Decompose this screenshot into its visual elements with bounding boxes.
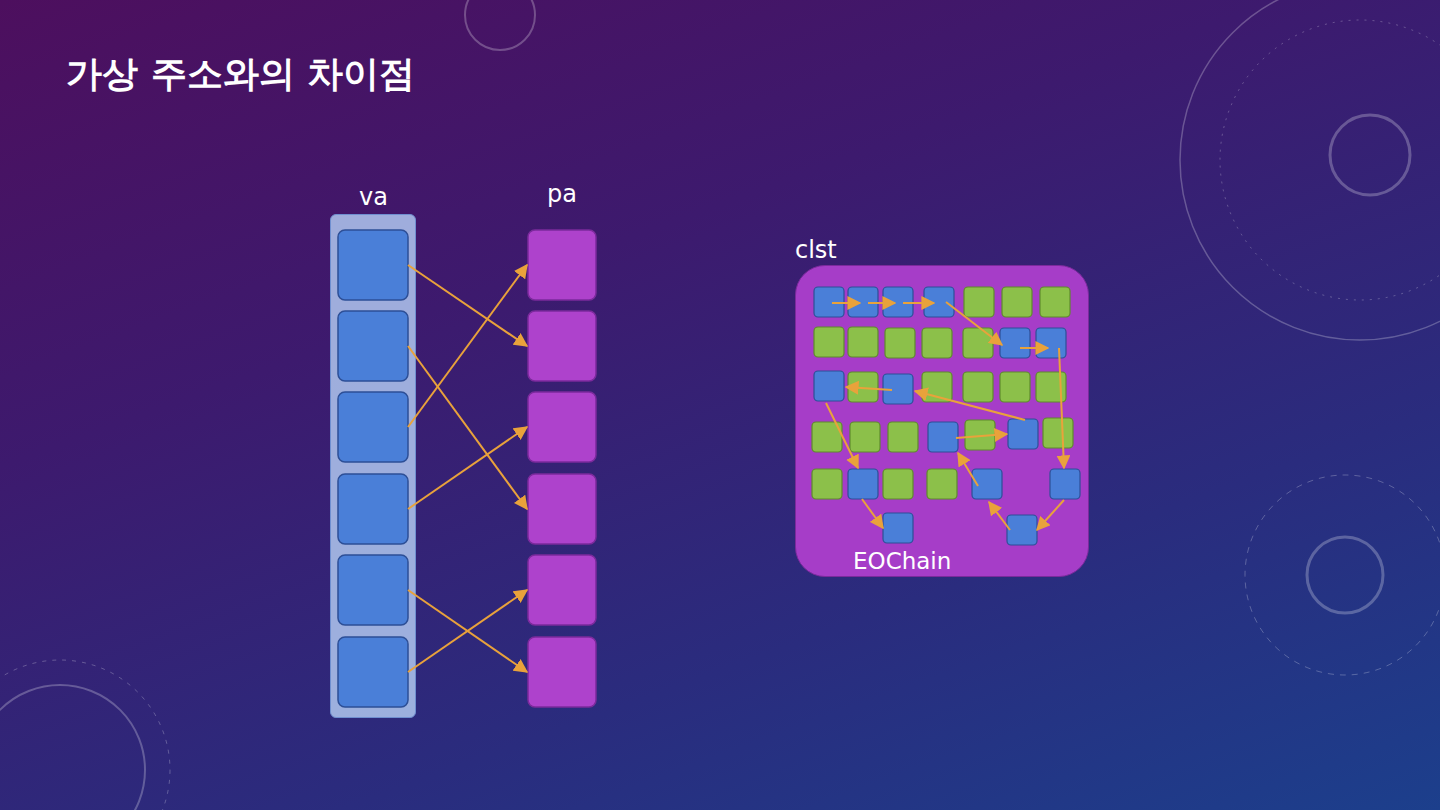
chain-arrow xyxy=(1037,500,1064,530)
free-cluster xyxy=(814,327,844,357)
virtual-page xyxy=(338,392,408,462)
chain-arrow xyxy=(846,387,892,390)
chain-arrow xyxy=(915,391,1025,420)
chain-arrow xyxy=(956,434,1007,438)
physical-page xyxy=(528,637,596,707)
cluster-grid xyxy=(812,287,1080,545)
page-squares xyxy=(338,230,596,707)
physical-page xyxy=(528,230,596,300)
used-cluster xyxy=(1000,328,1030,358)
free-cluster xyxy=(927,469,957,499)
virtual-page xyxy=(338,474,408,544)
free-cluster xyxy=(1000,372,1030,402)
physical-page xyxy=(528,311,596,381)
chain-arrow xyxy=(868,302,895,304)
used-cluster xyxy=(1007,515,1037,545)
chain-arrow xyxy=(1059,348,1064,468)
used-cluster xyxy=(848,469,878,499)
mapping-arrow xyxy=(408,427,527,509)
mapping-arrow xyxy=(408,346,527,509)
mapping-arrow xyxy=(408,590,527,672)
chain-arrow xyxy=(958,453,978,486)
mapping-arrow xyxy=(408,590,527,672)
chain-arrow xyxy=(903,302,934,304)
used-cluster xyxy=(1050,469,1080,499)
virtual-page xyxy=(338,555,408,625)
used-cluster xyxy=(1036,328,1066,358)
chain-arrow xyxy=(989,502,1010,530)
free-cluster xyxy=(964,287,994,317)
virtual-page xyxy=(338,230,408,300)
used-cluster xyxy=(883,513,913,543)
virtual-page xyxy=(338,637,408,707)
used-cluster xyxy=(928,422,958,452)
free-cluster xyxy=(1002,287,1032,317)
physical-page xyxy=(528,474,596,544)
chain-arrow xyxy=(946,302,1002,345)
free-cluster xyxy=(883,469,913,499)
free-cluster xyxy=(1043,418,1073,448)
free-cluster xyxy=(963,372,993,402)
free-cluster xyxy=(850,422,880,452)
free-cluster xyxy=(885,328,915,358)
node-heading: clst xyxy=(795,236,1090,265)
chain-arrow xyxy=(862,499,883,528)
free-cluster xyxy=(848,327,878,357)
free-cluster xyxy=(1040,287,1070,317)
free-cluster xyxy=(812,469,842,499)
mapping-arrow xyxy=(408,265,527,427)
chain-arrow xyxy=(1020,347,1048,349)
chain-end-label: EOChain xyxy=(853,547,951,575)
physical-page xyxy=(528,555,596,625)
free-cluster xyxy=(888,422,918,452)
virtual-page xyxy=(338,311,408,381)
chain-arrow xyxy=(832,302,860,304)
column-label: pa xyxy=(547,180,577,208)
free-cluster xyxy=(922,328,952,358)
mapping-arrow xyxy=(408,265,527,346)
used-cluster xyxy=(814,371,844,401)
physical-page xyxy=(528,392,596,462)
chain-arrow xyxy=(826,403,858,468)
used-cluster xyxy=(1008,419,1038,449)
slide-title: 가상 주소와의 차이점 xyxy=(66,50,415,99)
free-cluster xyxy=(963,328,993,358)
node-heading: va xyxy=(330,180,417,214)
